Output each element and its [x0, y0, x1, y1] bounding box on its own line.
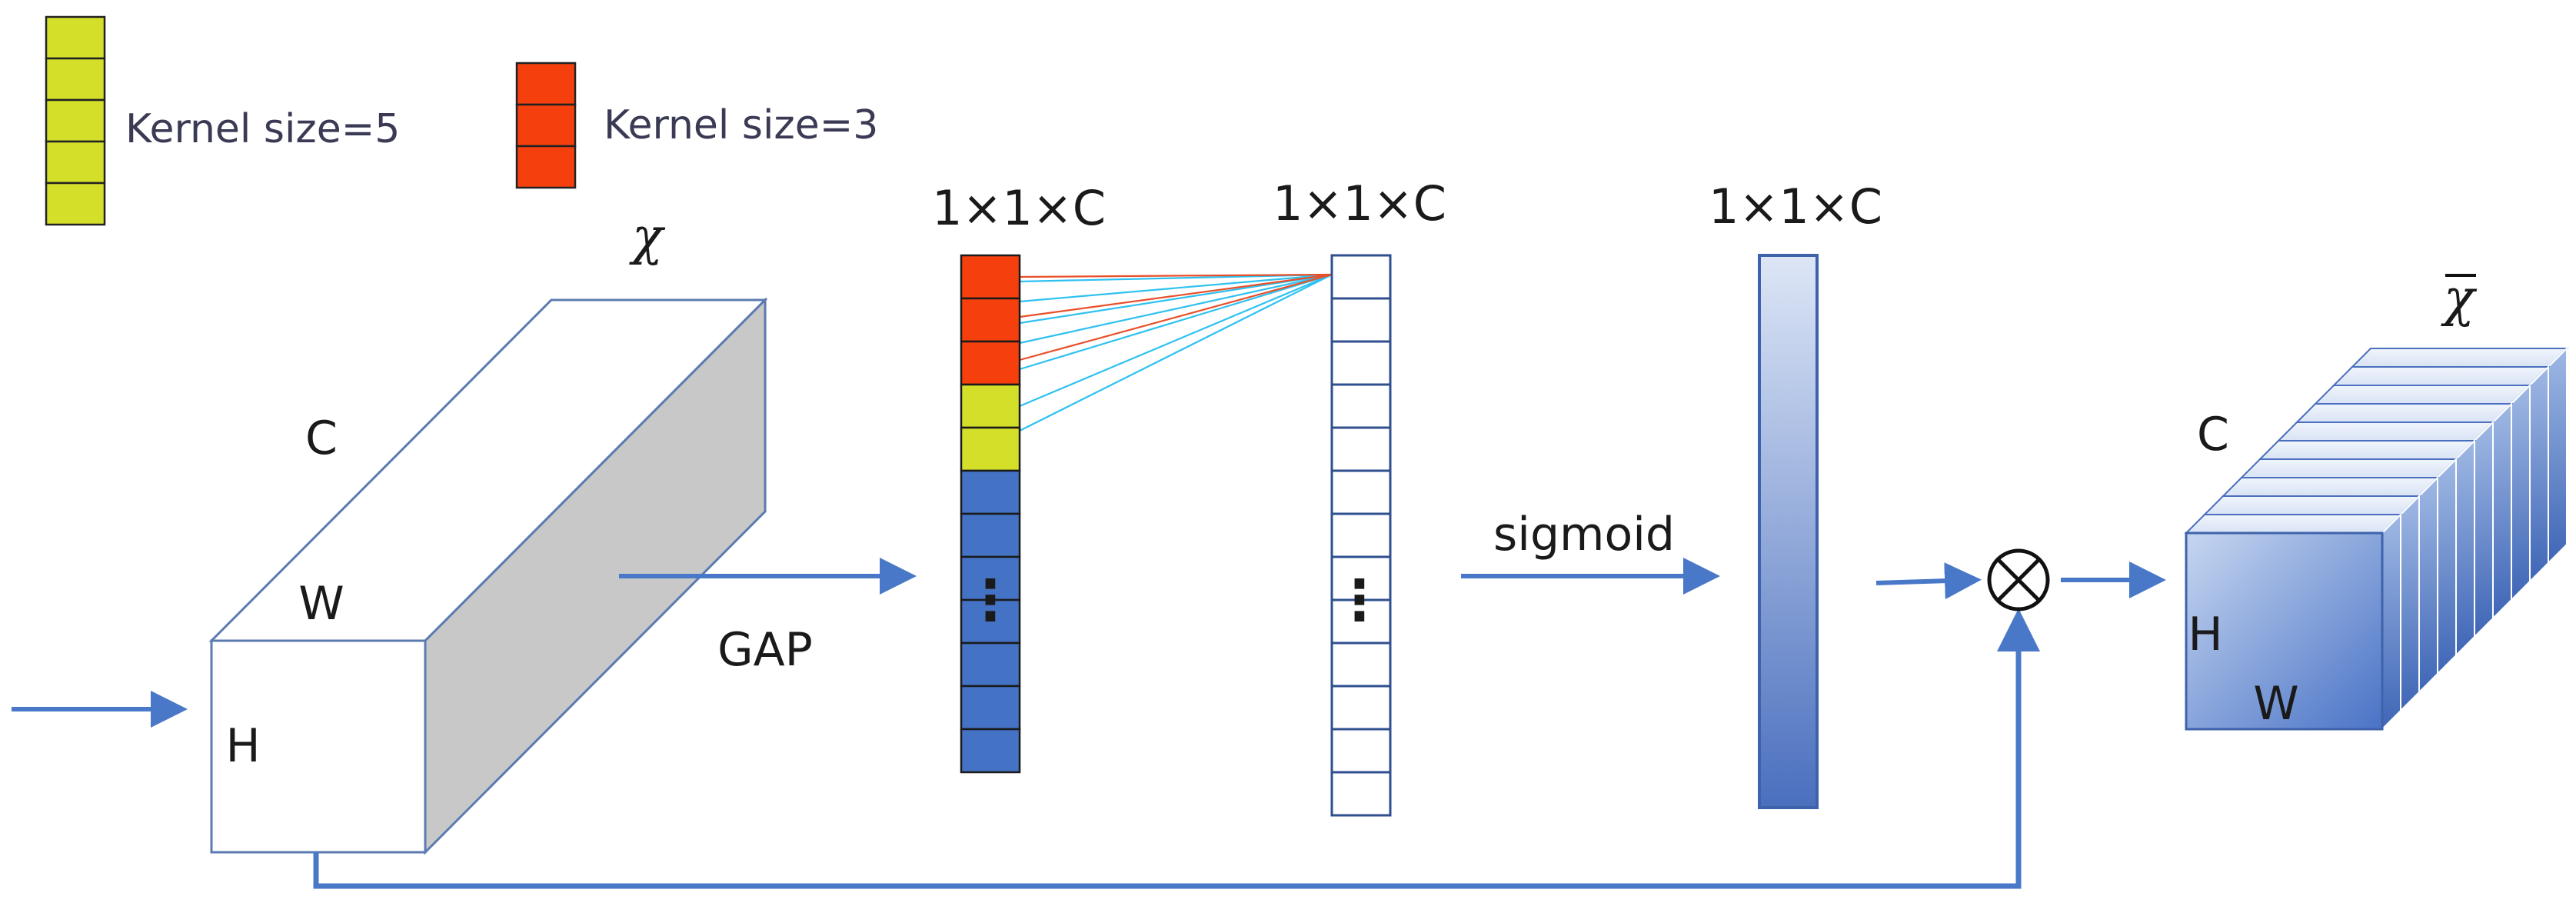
- gap-channel-cell: [960, 254, 1021, 300]
- output-tensor-height-label: H: [2188, 608, 2222, 661]
- conv-output-vector: [1330, 254, 1392, 817]
- kernel5-connection-line: [1019, 274, 1333, 432]
- gap-channel-cell: [960, 469, 1021, 515]
- legend-kernel3-cell: [515, 62, 577, 106]
- output-slice-top: [2331, 366, 2551, 386]
- input-tensor: χ C W H: [208, 207, 768, 855]
- conv-output-ellipsis: ⋮: [1332, 568, 1387, 632]
- input-tensor-channel-label: C: [305, 412, 338, 465]
- legend: Kernel size=5 Kernel size=3: [45, 15, 878, 226]
- output-slice-top: [2221, 477, 2440, 497]
- legend-kernel5-cell: [45, 15, 106, 60]
- output-slice-top: [2202, 495, 2421, 515]
- input-tensor-height-label: H: [225, 719, 260, 773]
- output-slice-side: [2548, 346, 2568, 565]
- legend-kernel3-swatch: [515, 62, 577, 189]
- kernel3-connection-line: [1019, 273, 1333, 362]
- sigmoid-output-vector: [1758, 254, 1819, 809]
- output-slice-top: [2258, 440, 2477, 460]
- conv-channel-cell: [1330, 297, 1392, 343]
- skip-connection: [313, 608, 2040, 889]
- conv-channel-cell: [1330, 340, 1392, 386]
- output-tensor: [2184, 346, 2569, 731]
- gap-label: GAP: [717, 623, 813, 677]
- conv-channel-cell: [1330, 469, 1392, 515]
- conv-output-dim-label: 1×1×C: [1273, 175, 1446, 232]
- input-tensor-front-face: [210, 639, 427, 854]
- output-slice-front: [2185, 531, 2384, 731]
- output-slice-top: [2295, 403, 2514, 423]
- gap-channel-cell: [960, 512, 1021, 558]
- output-slice-side: [2418, 475, 2438, 695]
- conv-channel-cell: [1330, 426, 1392, 472]
- legend-kernel5-cell: [45, 98, 106, 143]
- kernel3-connection-line: [1019, 273, 1333, 278]
- gap-channel-cell: [960, 340, 1021, 386]
- conv-channel-cell: [1330, 685, 1392, 731]
- gap-channel-cell: [960, 728, 1021, 774]
- kernel-connection-lines: [1019, 273, 1333, 432]
- gap-channel-cell: [960, 383, 1021, 429]
- multiply-cross-b: [1996, 558, 2041, 602]
- output-slice-top: [2313, 385, 2532, 405]
- legend-kernel3-label: Kernel size=3: [604, 102, 878, 148]
- legend-kernel5-swatch: [45, 15, 106, 226]
- conv-channel-cell: [1330, 598, 1392, 645]
- output-slice-side: [2474, 420, 2494, 639]
- flow-arrows: [12, 558, 2166, 889]
- conv-channel-cell: [1330, 254, 1392, 300]
- legend-kernel3-cell: [515, 145, 577, 189]
- gap-channel-cell: [960, 426, 1021, 472]
- to-multiply-arrow: [1875, 562, 1982, 600]
- legend-kernel3-cell: [515, 103, 577, 148]
- conv-channel-cell: [1330, 771, 1392, 817]
- sigmoid-label: sigmoid: [1493, 508, 1675, 561]
- output-slice-top: [2184, 514, 2403, 534]
- kernel5-connection-line: [1019, 273, 1333, 371]
- output-slice-side: [2437, 457, 2457, 676]
- conv-channel-cell: [1330, 383, 1392, 429]
- kernel5-connection-line: [1019, 273, 1333, 303]
- kernel5-connection-line: [1019, 273, 1333, 345]
- output-slice-side: [2455, 438, 2475, 658]
- output-slice-top: [2350, 348, 2569, 368]
- gap-channel-cell: [960, 641, 1021, 688]
- conv-channel-cell: [1330, 728, 1392, 774]
- gap-output-vector: [960, 254, 1021, 774]
- output-slice-side: [2529, 365, 2549, 584]
- legend-kernel5-cell: [45, 57, 106, 102]
- input-tensor-width-label: W: [298, 577, 344, 631]
- output-tensor-width-label: W: [2253, 677, 2298, 731]
- output-slice-side: [2511, 383, 2531, 602]
- legend-kernel5-cell: [45, 140, 106, 185]
- gap-output-ellipsis: ⋮: [963, 568, 1018, 632]
- output-tensor-channel-label: C: [2197, 408, 2229, 461]
- input-tensor-symbol: χ: [629, 207, 666, 266]
- conv-channel-cell: [1330, 641, 1392, 688]
- gap-output-dim-label: 1×1×C: [932, 180, 1106, 236]
- kernel5-connection-line: [1019, 273, 1333, 325]
- multiply-operator: [1987, 548, 2050, 611]
- output-slice-side: [2492, 402, 2512, 621]
- sigmoid-output-dim-label: 1×1×C: [1709, 178, 1882, 235]
- gap-channel-cell: [960, 685, 1021, 731]
- legend-kernel5-cell: [45, 182, 106, 226]
- kernel3-connection-line: [1019, 273, 1333, 318]
- output-slice-top: [2239, 458, 2458, 478]
- conv-channel-cell: [1330, 512, 1392, 558]
- output-tensor-symbol: χ: [2441, 268, 2478, 328]
- legend-kernel5-label: Kernel size=5: [125, 106, 400, 152]
- gap-channel-cell: [960, 297, 1021, 343]
- kernel5-connection-line: [1019, 273, 1333, 408]
- output-slice-side: [2381, 512, 2401, 731]
- output-slice-top: [2276, 422, 2495, 442]
- output-slice-side: [2400, 494, 2420, 713]
